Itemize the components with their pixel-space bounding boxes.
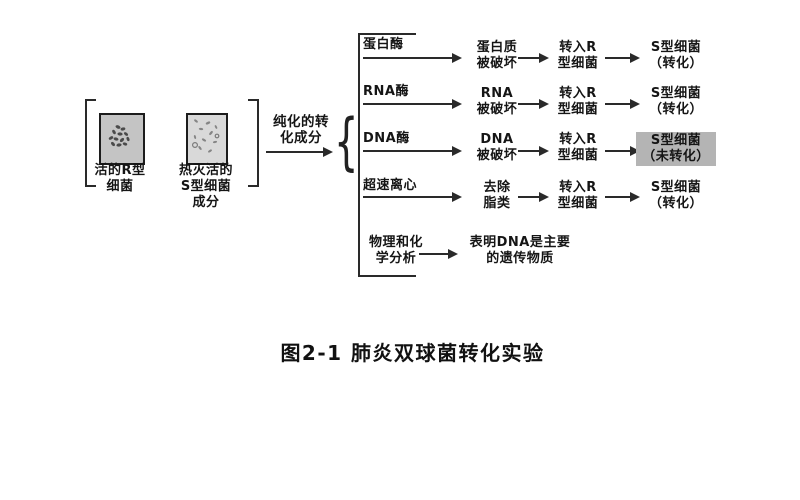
result-label-highlighted: S型细菌 （未转化） bbox=[636, 132, 716, 166]
effect-label: 去除 脂类 bbox=[483, 180, 511, 211]
treatment-label: RNA酶 bbox=[363, 84, 409, 99]
input-group-left-bracket bbox=[85, 99, 96, 187]
result-label: S型细菌 （转化） bbox=[648, 180, 703, 211]
treatment-group-bracket bbox=[358, 33, 416, 277]
analysis-label: 物理和化 学分析 bbox=[368, 235, 423, 266]
treatment-label: DNA酶 bbox=[363, 131, 410, 146]
treatment-arrow bbox=[363, 192, 462, 202]
effect-arrow bbox=[518, 146, 549, 156]
live-r-bacteria-label: 活的R型 细菌 bbox=[94, 163, 146, 194]
effect-arrow bbox=[518, 192, 549, 202]
figure-caption: 图2-1 肺炎双球菌转化实验 bbox=[280, 341, 545, 365]
treatment-arrow bbox=[363, 99, 462, 109]
treatment-label: 超速离心 bbox=[363, 178, 418, 193]
analysis-arrow bbox=[419, 249, 458, 259]
live-r-bacteria-box bbox=[99, 113, 145, 165]
branch-brace: { bbox=[334, 105, 359, 178]
transfer-label: 转入R 型细菌 bbox=[557, 180, 599, 211]
effect-label: 蛋白质 被破坏 bbox=[476, 40, 518, 71]
effect-arrow bbox=[518, 53, 549, 63]
heat-killed-s-components-label: 热灭活的 S型细菌 成分 bbox=[178, 163, 233, 210]
result-label: S型细菌 （转化） bbox=[648, 86, 703, 117]
heat-killed-s-components-box bbox=[186, 113, 228, 165]
transfer-arrow bbox=[605, 192, 640, 202]
purified-component-label: 纯化的转 化成分 bbox=[273, 114, 329, 146]
treatment-label: 蛋白酶 bbox=[363, 37, 404, 52]
transfer-arrow bbox=[605, 53, 640, 63]
effect-label: RNA 被破坏 bbox=[476, 86, 518, 117]
purified-component-arrow bbox=[266, 147, 333, 157]
conclusion-label: 表明DNA是主要 的遗传物质 bbox=[469, 235, 571, 266]
transfer-arrow bbox=[605, 99, 640, 109]
s-components-illustration bbox=[191, 119, 220, 153]
transfer-arrow bbox=[605, 146, 640, 156]
effect-label: DNA 被破坏 bbox=[476, 132, 518, 163]
transfer-label: 转入R 型细菌 bbox=[557, 86, 599, 117]
transfer-label: 转入R 型细菌 bbox=[557, 132, 599, 163]
r-bacteria-illustration bbox=[108, 125, 130, 147]
treatment-arrow bbox=[363, 53, 462, 63]
treatment-arrow bbox=[363, 146, 462, 156]
result-label: S型细菌 （转化） bbox=[648, 40, 703, 71]
transfer-label: 转入R 型细菌 bbox=[557, 40, 599, 71]
input-group-right-bracket bbox=[248, 99, 259, 187]
effect-arrow bbox=[518, 99, 549, 109]
